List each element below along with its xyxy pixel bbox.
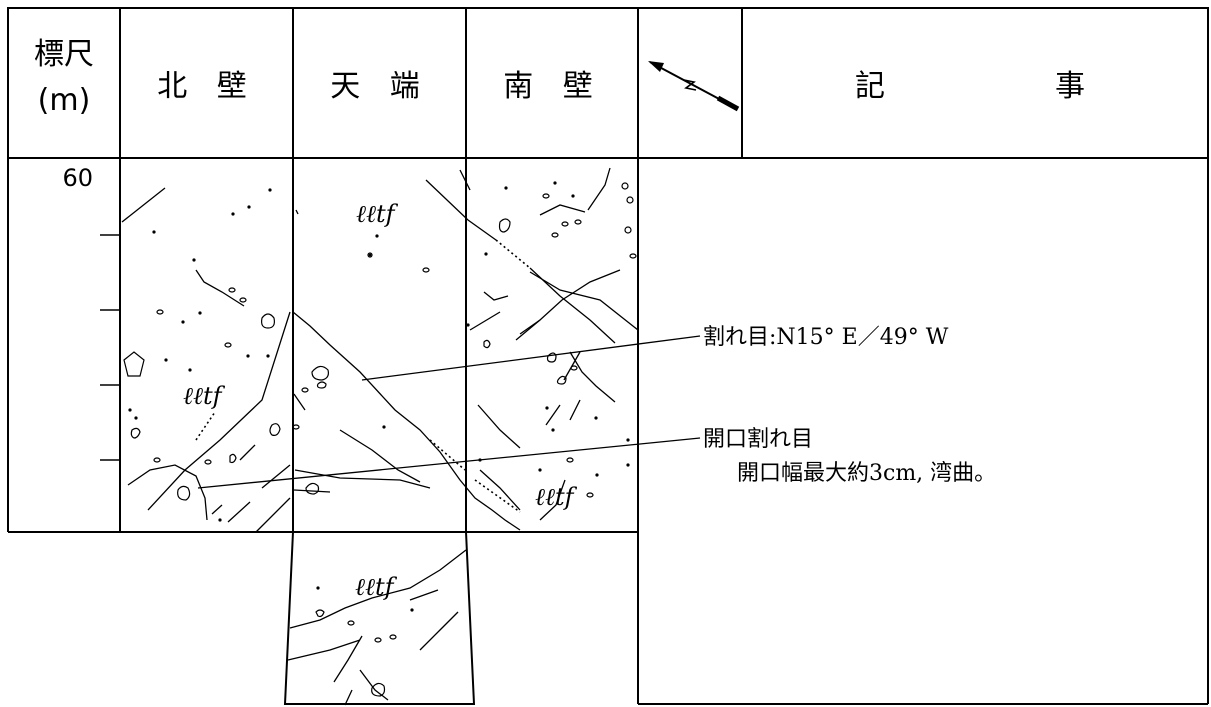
note-fracture: 割れ目:N15° E／49° W <box>703 325 949 350</box>
south-wall-header: 南 壁 <box>503 69 603 104</box>
north-wall-header: 北 壁 <box>157 69 257 104</box>
fracture-leader-line <box>361 335 701 381</box>
north-wall-panel <box>121 187 291 533</box>
scale-header-line1: 標尺 <box>34 37 94 72</box>
top-header: 天 端 <box>330 69 430 104</box>
south-wall-panel <box>425 167 639 521</box>
lithology-label-south: ℓℓtf <box>535 483 578 511</box>
top-panel <box>292 209 521 531</box>
open-fracture-leader-line <box>197 437 701 489</box>
header-row-border <box>7 7 1209 159</box>
scale-ticks <box>100 234 120 461</box>
table-frame <box>7 7 1209 705</box>
north-arrow-icon <box>648 61 740 112</box>
notes-header: 記 事 <box>855 69 1095 104</box>
lithology-label-north: ℓℓtf <box>183 382 226 410</box>
scale-top-value: 60 <box>62 164 93 192</box>
lithology-label-top: ℓℓtf <box>356 200 399 228</box>
scale-header-line2: (m) <box>38 83 91 118</box>
lithology-label-lower: ℓℓtf <box>355 573 398 601</box>
note-open-fracture-title: 開口割れ目 <box>703 427 813 452</box>
note-open-fracture-detail: 開口幅最大約3cm, 湾曲。 <box>737 461 996 486</box>
lower-top-panel <box>287 549 467 706</box>
